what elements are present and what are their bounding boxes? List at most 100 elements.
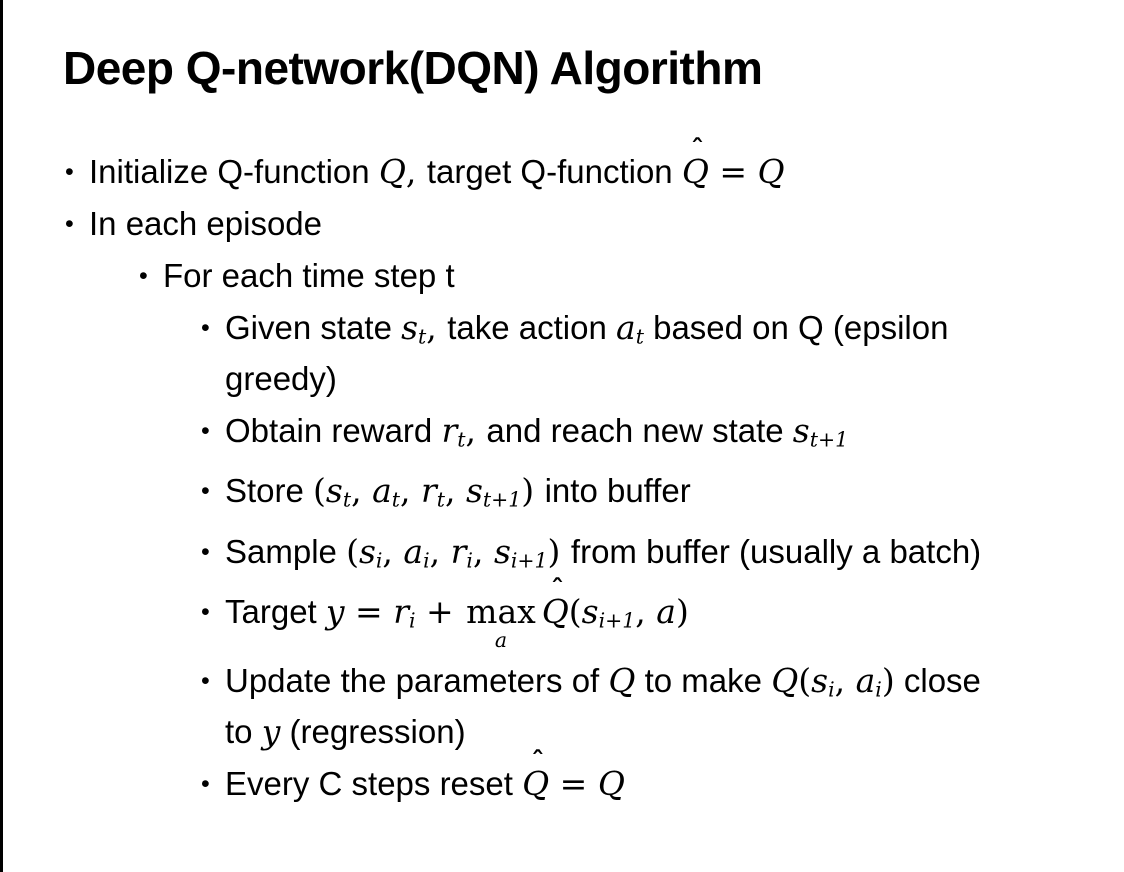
math-segment: i xyxy=(375,548,383,572)
math-segment: , xyxy=(405,152,427,191)
math-segment: ( xyxy=(568,592,582,631)
bullet-icon: • xyxy=(201,667,210,695)
math-segment: ) xyxy=(521,471,545,510)
math-segment: i xyxy=(875,677,882,702)
bullet-icon: • xyxy=(139,262,148,290)
bullet-icon: • xyxy=(201,314,210,342)
bullet-icon: • xyxy=(65,210,74,238)
text-segment: and reach new state xyxy=(486,411,793,449)
math-segment: a xyxy=(656,592,676,631)
bullet-text: In each episode xyxy=(89,203,322,245)
math-segment: i xyxy=(466,548,473,572)
math-segment: i xyxy=(828,677,835,702)
math-segment: s xyxy=(792,410,810,450)
text-segment: Obtain reward xyxy=(225,411,442,449)
text-segment: Store xyxy=(225,472,314,509)
math-segment: , xyxy=(426,308,448,347)
bullet-icon: • xyxy=(65,158,74,186)
bullet-item: • Initialize Q-function Q, target Q-funct… xyxy=(3,136,1124,193)
math-segment: r xyxy=(393,592,409,631)
bullet-item: •Given state st, take action at based on… xyxy=(3,307,1124,400)
text-segment: target Q-function xyxy=(426,153,682,190)
math-segment: Q xyxy=(597,763,625,803)
bullet-icon: • xyxy=(201,598,210,626)
math-segment: t xyxy=(418,324,427,349)
math-segment: Q xyxy=(757,152,785,191)
math-segment: y xyxy=(261,711,281,751)
math-segment: ( xyxy=(313,471,326,510)
bullet-item: • For each time step t xyxy=(3,255,1124,297)
math-segment: i xyxy=(408,608,416,633)
text-segment: into buffer xyxy=(544,472,691,509)
text-segment: based on Q (epsilon xyxy=(643,309,949,346)
math-segment: s xyxy=(401,308,419,347)
text-segment: Target xyxy=(225,593,326,630)
math-segment: ) xyxy=(547,531,571,571)
math-segment: = xyxy=(549,763,598,803)
math-segment: i xyxy=(423,548,430,572)
text-segment: In each episode xyxy=(89,205,323,242)
text-segment: Given state xyxy=(225,309,402,346)
bullet-text: Store (st, at, rt, st+1) into buffer xyxy=(225,470,691,521)
math-segment: s xyxy=(581,592,599,631)
math-segment: t xyxy=(436,487,445,512)
math-segment: , xyxy=(399,471,421,510)
math-segment: , xyxy=(834,661,856,700)
slide-title: Deep Q-network(DQN) Algorithm xyxy=(63,42,763,94)
bullet-item: • Store (st, at, rt, st+1) into buffer xyxy=(3,470,1124,521)
bullet-text: For each time step t xyxy=(163,255,455,297)
math-segment: a xyxy=(372,471,392,510)
text-segment: close xyxy=(894,662,981,699)
math-segment: ( xyxy=(346,531,359,571)
bullet-item: • In each episode xyxy=(3,203,1124,245)
math-segment: r xyxy=(441,410,458,450)
math-segment: i+1 xyxy=(510,548,548,572)
bullet-text: Update the parameters of Q to make Q(si,… xyxy=(225,660,981,753)
math-segment: s xyxy=(325,471,343,510)
math-segment: s xyxy=(811,661,829,700)
math-segment: t xyxy=(342,487,352,512)
text-segment: Every C steps reset xyxy=(225,764,523,802)
text-segment: (regression) xyxy=(280,712,466,750)
math-segment: Q xyxy=(608,661,636,700)
math-segment: , xyxy=(472,531,494,571)
bullet-text: Obtain reward rt, and reach new state st… xyxy=(225,410,848,461)
math-segment: Q xyxy=(378,152,406,191)
text-segment: Update the parameters of xyxy=(225,662,609,699)
bullet-list: • Initialize Q-function Q, target Q-funct… xyxy=(3,136,1124,805)
math-segment: t xyxy=(635,324,644,349)
text-segment: For each time step t xyxy=(163,257,455,294)
math-segment: + xyxy=(415,592,465,631)
text-segment: Sample xyxy=(225,532,347,570)
math-segment: a xyxy=(616,308,636,347)
math-segment: a xyxy=(403,531,424,571)
bullet-text: Initialize Q-function Q, target Q-functi… xyxy=(89,136,785,193)
math-segment: = xyxy=(708,152,758,191)
math-segment: , xyxy=(465,410,487,450)
math-segment: t+1 xyxy=(809,427,849,451)
bullet-item: •Sample (si, ai, ri, si+1) from buffer (… xyxy=(3,531,1124,582)
bullet-icon: • xyxy=(201,769,210,798)
bullet-item: •Update the parameters of Q to make Q(si… xyxy=(3,660,1124,753)
bullet-icon: • xyxy=(201,537,210,566)
math-segment: , xyxy=(429,531,451,571)
math-segment: = xyxy=(344,592,394,631)
math-segment: s xyxy=(358,531,376,571)
math-segment: , xyxy=(351,471,373,510)
math-segment: ( xyxy=(798,661,812,700)
math-segment: t xyxy=(457,427,466,451)
math-segment: y xyxy=(325,592,345,631)
math-segment: , xyxy=(635,592,657,631)
math-segment: r xyxy=(450,531,467,571)
math-segment: s xyxy=(493,531,511,571)
bullet-icon: • xyxy=(201,477,210,505)
math-segment: , xyxy=(382,531,404,571)
